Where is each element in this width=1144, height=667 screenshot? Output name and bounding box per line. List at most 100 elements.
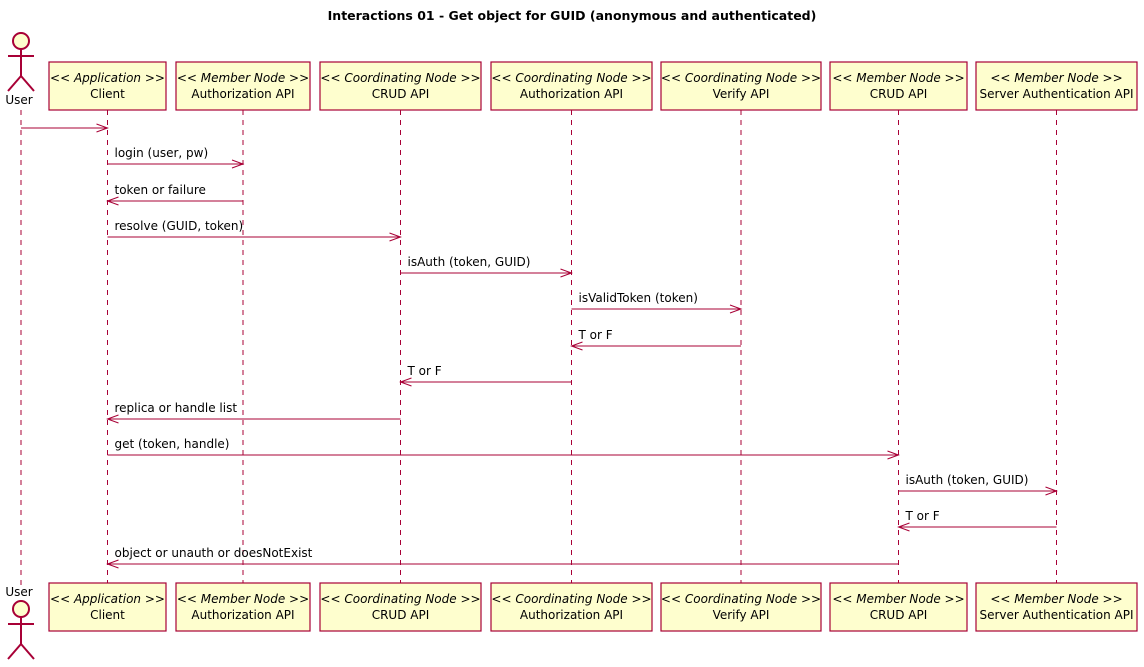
actor-user: User <box>5 585 35 660</box>
arrowhead-icon <box>106 559 119 569</box>
participant-stereotype: << Member Node >> <box>832 71 964 85</box>
participant-stereotype: << Coordinating Node >> <box>320 592 480 606</box>
message-1 <box>21 123 109 133</box>
message-label: get (token, handle) <box>115 437 230 451</box>
participant-box <box>975 582 1138 632</box>
message-6: isValidToken (token) <box>571 291 743 314</box>
message-label: isValidToken (token) <box>579 291 698 305</box>
participant-box <box>829 61 968 111</box>
message-2: login (user, pw) <box>107 146 245 169</box>
message-5: isAuth (token, GUID) <box>400 255 573 278</box>
message-13: object or unauth or doesNotExist <box>106 546 899 569</box>
arrowhead-icon <box>897 522 910 532</box>
participant-name: Server Authentication API <box>979 608 1133 622</box>
participant-box <box>175 61 311 111</box>
participant-box <box>48 582 167 632</box>
message-label: T or F <box>578 328 613 342</box>
message-4: resolve (GUID, token) <box>107 219 402 242</box>
participant-mn_srvauth-bottom: << Member Node >> Server Authentication A… <box>975 582 1138 632</box>
participant-box <box>660 61 822 111</box>
participant-box <box>319 582 482 632</box>
message-label: login (user, pw) <box>115 146 209 160</box>
participant-stereotype: << Coordinating Node >> <box>491 592 651 606</box>
arrowhead-icon <box>729 304 743 314</box>
participant-box <box>48 61 167 111</box>
participant-name: Client <box>90 608 125 622</box>
participant-stereotype: << Coordinating Node >> <box>320 71 480 85</box>
participant-name: Verify API <box>713 608 770 622</box>
arrowhead-icon <box>570 341 583 351</box>
participant-client-top: << Application >> Client <box>48 61 167 111</box>
participant-box <box>319 61 482 111</box>
participant-name: CRUD API <box>372 608 430 622</box>
participant-name: Client <box>90 87 125 101</box>
arrowhead-icon <box>106 414 119 424</box>
participant-cn_verify-top: << Coordinating Node >> Verify API <box>660 61 822 111</box>
arrowhead-icon <box>106 196 119 206</box>
participant-box <box>175 582 311 632</box>
participant-mn_auth-bottom: << Member Node >>Authorization API <box>175 582 311 632</box>
participant-stereotype: << Coordinating Node >> <box>661 71 821 85</box>
message-12: T or F <box>897 509 1057 532</box>
lifelines <box>20 110 1057 585</box>
participants-top: << Application >> Client << Member Node >>… <box>5 32 1138 111</box>
participant-cn_crud-bottom: << Coordinating Node >> CRUD API <box>319 582 482 632</box>
diagram-title: Interactions 01 - Get object for GUID (a… <box>328 8 817 23</box>
participant-cn_crud-top: << Coordinating Node >> CRUD API <box>319 61 482 111</box>
participant-name: Authorization API <box>520 87 623 101</box>
message-label: resolve (GUID, token) <box>115 219 244 233</box>
message-label: T or F <box>407 364 442 378</box>
arrowhead-icon <box>231 159 245 169</box>
actor-label: User <box>5 585 32 599</box>
participant-name: CRUD API <box>870 87 928 101</box>
participant-stereotype: << Coordinating Node >> <box>491 71 651 85</box>
participant-cn_verify-bottom: << Coordinating Node >>Verify API <box>660 582 822 632</box>
participant-name: CRUD API <box>870 608 928 622</box>
participant-name: Authorization API <box>191 608 294 622</box>
arrowhead-icon <box>887 450 900 460</box>
participant-stereotype: << Member Node >> <box>990 592 1122 606</box>
actor-label: User <box>5 93 32 107</box>
messages: login (user, pw) token or failure resolve … <box>21 123 1058 569</box>
arrowhead-icon <box>389 232 402 242</box>
arrowhead-icon <box>399 377 412 387</box>
participant-name: Authorization API <box>520 608 623 622</box>
message-label: T or F <box>905 509 940 523</box>
participant-box <box>975 61 1138 111</box>
message-9: replica or handle list <box>106 401 401 424</box>
message-7: T or F <box>570 328 741 351</box>
participant-mn_crud-bottom: << Member Node >> CRUD API <box>829 582 968 632</box>
participant-stereotype: << Member Node >> <box>832 592 964 606</box>
arrowhead-icon <box>96 123 109 133</box>
message-label: token or failure <box>115 183 206 197</box>
participant-mn_srvauth-top: << Member Node >>Server Authentication A… <box>975 61 1138 111</box>
arrowhead-icon <box>1045 486 1058 496</box>
message-label: isAuth (token, GUID) <box>906 473 1029 487</box>
participant-box <box>490 582 653 632</box>
message-8: T or F <box>399 364 572 387</box>
message-10: get (token, handle) <box>107 437 900 460</box>
participant-name: Server Authentication API <box>979 87 1133 101</box>
message-11: isAuth (token, GUID) <box>898 473 1058 496</box>
participant-box <box>660 582 822 632</box>
stick-figure-icon <box>7 600 35 660</box>
participant-mn_auth-top: << Member Node >>Authorization API <box>175 61 311 111</box>
participant-box <box>829 582 968 632</box>
participants-bottom: << Application >> Client << Member Node >>… <box>5 582 1138 660</box>
actor-user: User <box>5 32 35 107</box>
participant-stereotype: << Application >> <box>50 71 165 85</box>
message-3: token or failure <box>106 183 243 206</box>
participant-name: Verify API <box>713 87 770 101</box>
participant-name: Authorization API <box>191 87 294 101</box>
message-label: object or unauth or doesNotExist <box>115 546 313 560</box>
participant-stereotype: << Application >> <box>50 592 165 606</box>
message-label: isAuth (token, GUID) <box>408 255 531 269</box>
arrowhead-icon <box>560 268 573 278</box>
participant-client-bottom: << Application >> Client <box>48 582 167 632</box>
participant-cn_auth-bottom: << Coordinating Node >> Authorization API <box>490 582 653 632</box>
participant-box <box>490 61 653 111</box>
message-label: replica or handle list <box>115 401 238 415</box>
participant-name: CRUD API <box>372 87 430 101</box>
